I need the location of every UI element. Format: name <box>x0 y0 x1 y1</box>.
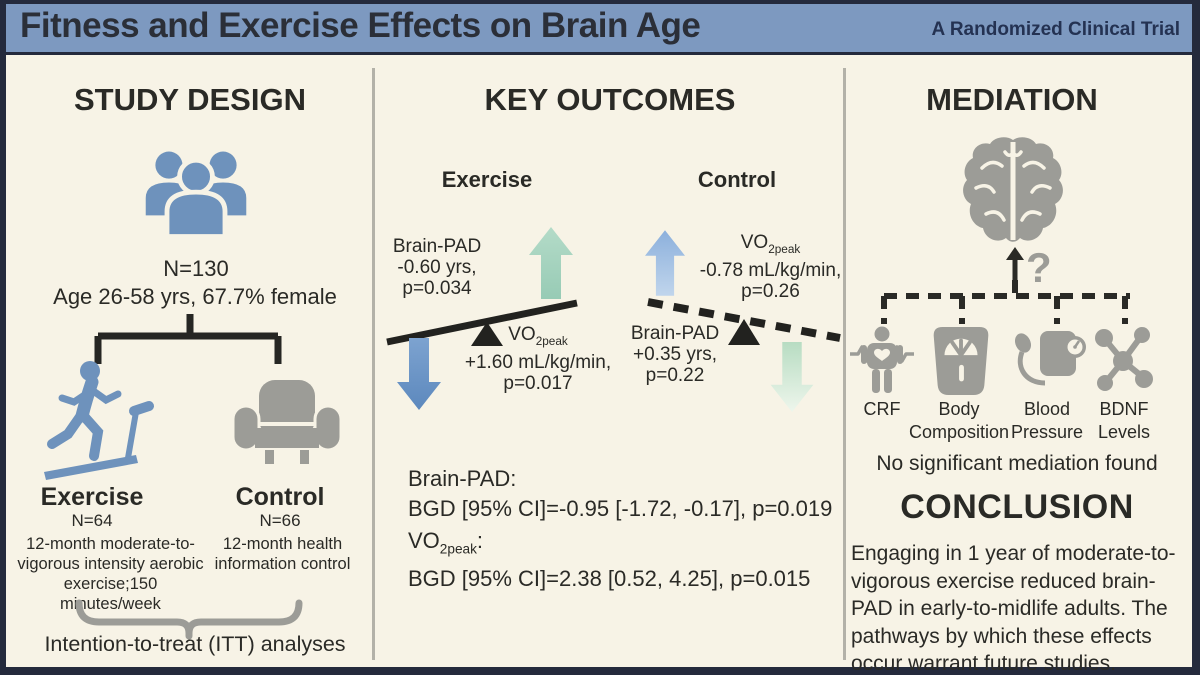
between-group-stats: Brain-PAD: BGD [95% CI]=-0.95 [-1.72, -0… <box>408 464 838 594</box>
control-arm-label: Control <box>235 483 325 511</box>
exercise-brainpad-down-arrow-icon <box>397 338 441 410</box>
people-group-icon <box>145 151 247 240</box>
mediation-connector <box>881 280 1130 324</box>
exercise-vo2-stats: VO2peak +1.60 mL/kg/min, p=0.017 <box>464 324 612 394</box>
bdnf-molecule-icon <box>1095 327 1153 391</box>
mediation-heading: MEDIATION <box>926 82 1098 117</box>
mediator-label-crf: CRF <box>863 399 901 419</box>
vo2-stat-result: BGD [95% CI]=2.38 [0.52, 4.25], p=0.015 <box>408 566 811 592</box>
exercise-brainpad-stats: Brain-PAD -0.60 yrs, p=0.034 <box>392 236 482 299</box>
exercise-arm-description: 12-month moderate-to- vigorous intensity… <box>17 535 204 613</box>
blood-pressure-icon <box>1014 331 1086 386</box>
control-vo2-stats: VO2peak -0.78 mL/kg/min, p=0.26 <box>699 232 842 302</box>
title-bar: Fitness and Exercise Effects on Brain Ag… <box>6 4 1192 52</box>
panel-divider-left <box>372 68 375 660</box>
control-brainpad-stats: Brain-PAD +0.35 yrs, p=0.22 <box>630 323 720 386</box>
itt-note: Intention-to-treat (ITT) analyses <box>44 632 346 656</box>
brain-icon <box>963 137 1063 242</box>
control-outcome-label: Control <box>697 167 777 192</box>
sample-size: N=130 <box>163 256 229 281</box>
mediation-result: No significant mediation found <box>876 452 1158 475</box>
page-title: Fitness and Exercise Effects on Brain Ag… <box>20 6 701 45</box>
key-outcomes-heading: KEY OUTCOMES <box>484 82 736 117</box>
control-vo2-up-arrow-icon <box>645 230 685 296</box>
exercise-seesaw <box>386 299 578 346</box>
control-arm-description: 12-month health information control <box>214 535 351 573</box>
page-subtitle: A Randomized Clinical Trial <box>931 19 1180 40</box>
control-brainpad-down-arrow-icon <box>770 342 814 412</box>
control-arm-n: N=66 <box>259 511 301 530</box>
exercise-arm-n: N=64 <box>71 511 113 530</box>
body-composition-scale-icon <box>933 326 989 396</box>
runner-treadmill-icon <box>44 361 154 480</box>
itt-brace <box>75 599 303 640</box>
mediator-label-body-composition: Body Composition <box>908 399 1010 442</box>
question-mark: ? <box>1026 244 1052 291</box>
panel-divider-right <box>843 68 846 660</box>
crf-heart-ecg-icon <box>850 326 914 393</box>
mediator-label-bdnf: BDNF Levels <box>1097 399 1151 442</box>
exercise-vo2-up-arrow-icon <box>529 227 573 299</box>
conclusion-heading: CONCLUSION <box>900 488 1134 526</box>
control-seesaw <box>647 298 841 345</box>
conclusion-text: Engaging in 1 year of moderate-to-vigoro… <box>851 542 1176 675</box>
randomization-bracket <box>94 314 282 364</box>
study-design-heading: STUDY DESIGN <box>74 82 306 117</box>
vo2-stat-label: VO2peak: <box>408 528 484 557</box>
brainpad-stat-label: Brain-PAD: <box>408 466 517 491</box>
demographics: Age 26-58 yrs, 67.7% female <box>53 284 337 309</box>
mediator-label-blood-pressure: Blood Pressure <box>1010 399 1084 442</box>
exercise-outcome-label: Exercise <box>441 167 533 192</box>
armchair-icon <box>231 380 343 464</box>
exercise-arm-label: Exercise <box>40 483 144 511</box>
brainpad-stat-result: BGD [95% CI]=-0.95 [-1.72, -0.17], p=0.0… <box>408 496 833 521</box>
